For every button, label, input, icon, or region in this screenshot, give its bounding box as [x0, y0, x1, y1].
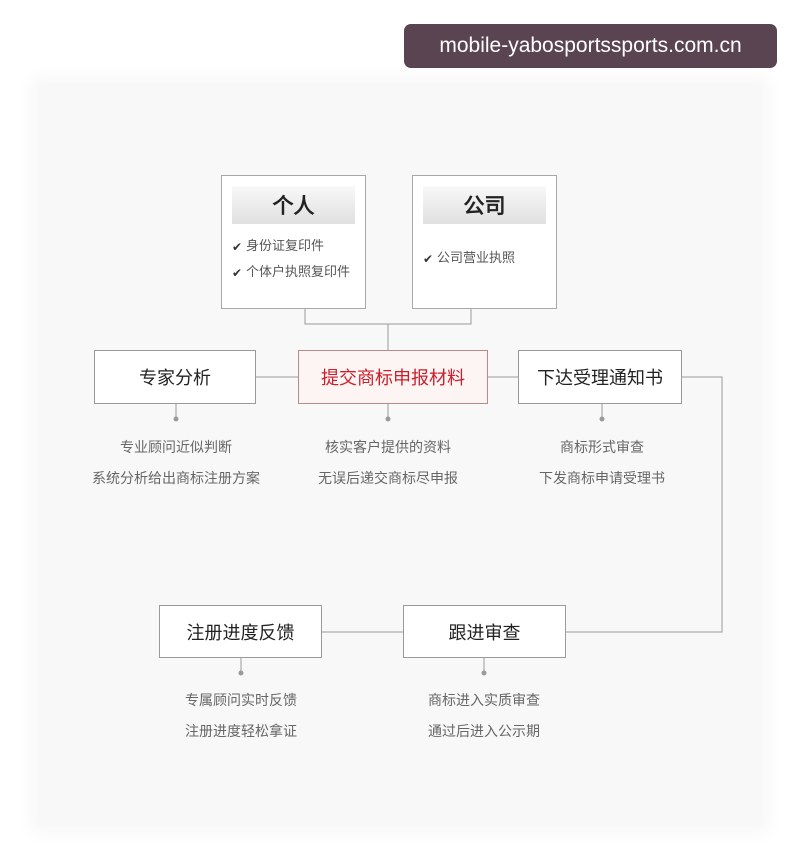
list-item: ✔ 公司营业执照 — [423, 246, 550, 272]
step-expert-analysis: 专家分析 — [94, 350, 256, 404]
list-item: ✔ 个体户执照复印件 — [232, 260, 359, 286]
desc-line: 注册进度轻松拿证 — [185, 724, 297, 740]
desc-feedback: 专属顾问实时反馈 注册进度轻松拿证 — [146, 686, 336, 748]
list-item-label: 个体户执照复印件 — [246, 265, 351, 280]
entity-company-list: ✔ 公司营业执照 — [423, 246, 550, 272]
list-item-label: 身份证复印件 — [246, 239, 325, 254]
desc-expert: 专业顾问近似判断 系统分析给出商标注册方案 — [56, 433, 296, 495]
step-follow-review: 跟进审查 — [403, 605, 566, 658]
desc-line: 下发商标申请受理书 — [539, 471, 665, 487]
entity-individual-title: 个人 — [232, 186, 355, 224]
list-item: ✔ 身份证复印件 — [232, 234, 359, 260]
watermark: mobile-yabosportssports.com.cn — [404, 24, 777, 68]
dot-expert — [173, 416, 179, 422]
flowchart-card — [38, 84, 762, 826]
list-item-label: 公司营业执照 — [437, 251, 516, 266]
entity-individual-list: ✔ 身份证复印件 ✔ 个体户执照复印件 — [232, 234, 359, 286]
dot-review — [481, 670, 487, 676]
desc-notice: 商标形式审查 下发商标申请受理书 — [502, 433, 702, 495]
desc-line: 专属顾问实时反馈 — [185, 693, 297, 709]
dot-submit — [385, 416, 391, 422]
connector-entities-join — [304, 308, 472, 325]
desc-line: 专业顾问近似判断 — [120, 440, 232, 456]
dot-notice — [599, 416, 605, 422]
connector-notice-review — [566, 376, 723, 633]
step-submit-materials: 提交商标申报材料 — [298, 350, 488, 404]
check-icon: ✔ — [423, 252, 434, 266]
desc-line: 无误后递交商标尽申报 — [318, 471, 458, 487]
dot-feedback — [238, 670, 244, 676]
entity-individual: 个人 ✔ 身份证复印件 ✔ 个体户执照复印件 — [221, 175, 366, 309]
desc-line: 核实客户提供的资料 — [325, 440, 451, 456]
desc-submit: 核实客户提供的资料 无误后递交商标尽申报 — [283, 433, 493, 495]
desc-line: 系统分析给出商标注册方案 — [92, 471, 260, 487]
desc-review: 商标进入实质审查 通过后进入公示期 — [389, 686, 579, 748]
step-acceptance-notice: 下达受理通知书 — [518, 350, 682, 404]
desc-line: 商标形式审查 — [560, 440, 644, 456]
desc-line: 商标进入实质审查 — [428, 693, 540, 709]
step-progress-feedback: 注册进度反馈 — [159, 605, 322, 658]
check-icon: ✔ — [232, 240, 243, 254]
entity-company-title: 公司 — [423, 186, 546, 224]
check-icon: ✔ — [232, 266, 243, 280]
entity-company: 公司 ✔ 公司营业执照 — [412, 175, 557, 309]
desc-line: 通过后进入公示期 — [428, 724, 540, 740]
